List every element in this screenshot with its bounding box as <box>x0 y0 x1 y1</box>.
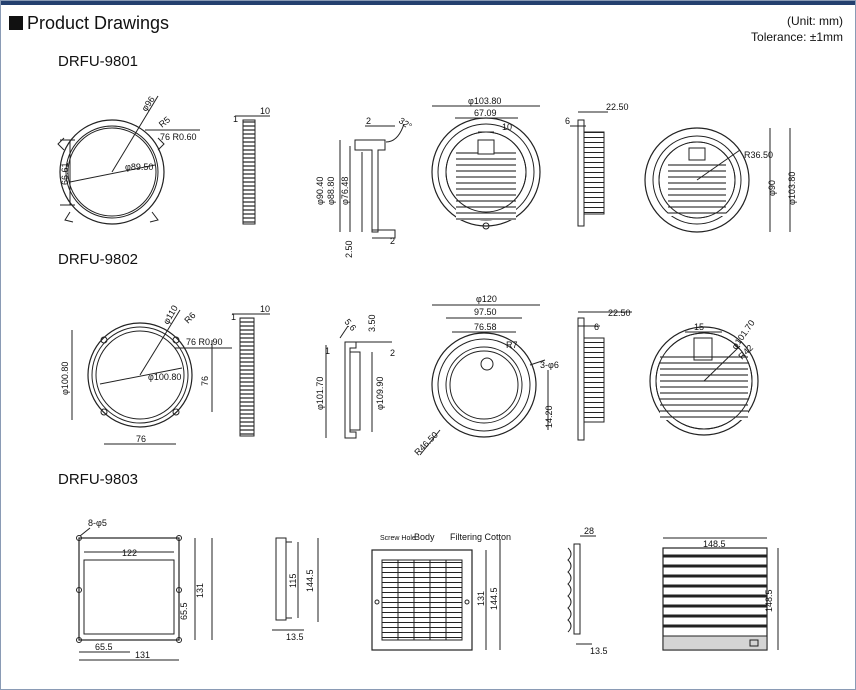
dim-9801-7: 10 <box>260 106 270 116</box>
dim-9803-5: 65.5 <box>95 642 113 652</box>
dim-9801-6: 1 <box>233 114 238 124</box>
dim-9802-15: φ109.90 <box>375 377 385 410</box>
dim-9801-22: φ103.80 <box>787 172 797 205</box>
dim-9801-20: R36.50 <box>744 150 773 160</box>
drawing-9801-profile <box>570 111 608 227</box>
dim-9801-2: R5 <box>157 114 172 129</box>
model-label-9801: DRFU-9801 <box>58 53 139 70</box>
dim-9802-19: R7 <box>506 340 518 350</box>
dim-9801-15: φ103.80 <box>468 96 501 106</box>
model-label-9803: DRFU-9803 <box>58 471 139 488</box>
dim-9801-10: φ90.40 <box>315 177 325 205</box>
drawing-9802-louver <box>419 304 549 456</box>
dim-9803-8: 144.5 <box>305 569 315 592</box>
dim-9803-12: Filtering Cotton <box>450 532 511 542</box>
dim-9801-12: φ76.48 <box>340 177 350 205</box>
dim-9802-4: φ100.80 <box>60 362 70 395</box>
dim-9801-17: 10 <box>502 122 512 132</box>
dim-9802-21: 14.20 <box>544 405 554 428</box>
drawing-9801-section <box>339 123 405 239</box>
dim-9802-9: 10 <box>260 304 270 314</box>
dim-9801-14: 2 <box>390 236 395 246</box>
dim-9801-21: φ90 <box>767 180 777 196</box>
dim-9801-8: 2 <box>366 116 371 126</box>
model-label-9802: DRFU-9802 <box>58 251 139 268</box>
title-row: Product Drawings <box>9 11 169 35</box>
dim-9803-14: 144.5 <box>489 587 499 610</box>
drawing-9801-side <box>236 115 270 225</box>
dim-9802-2: R6 <box>182 310 197 325</box>
dim-9802-5: φ100.80 <box>148 372 181 382</box>
dim-9802-22: R46.50 <box>412 430 440 458</box>
dim-9803-6: 131 <box>135 650 150 660</box>
drawing-9803-front <box>76 527 213 661</box>
dim-9802-6: 76 <box>200 376 210 386</box>
dim-9803-18: 148.5 <box>764 589 774 612</box>
dim-9803-10: Screw Hole <box>380 535 416 542</box>
drawing-9803-profile <box>567 535 596 645</box>
dim-9801-4: 66.61 <box>60 162 70 185</box>
title-square-icon <box>9 16 23 30</box>
dim-9803-4: 65.5 <box>179 602 189 620</box>
dim-9802-11: 3.50 <box>367 314 377 332</box>
dim-9802-13: 1 <box>325 346 330 356</box>
dim-9802-14: φ101.70 <box>315 377 325 410</box>
dim-9803-13: 131 <box>476 591 486 606</box>
dim-9802-7: 76 <box>136 434 146 444</box>
page-title: Product Drawings <box>27 12 170 33</box>
dim-9803-1: 8-φ5 <box>88 518 107 528</box>
dim-9803-3: 131 <box>195 583 205 598</box>
dim-9802-23: 22.50 <box>608 308 631 318</box>
dim-9802-18: 76.58 <box>474 322 497 332</box>
dim-9801-11: φ88.80 <box>326 177 336 205</box>
drawing-9801-rear <box>644 127 791 233</box>
unit-label: (Unit: mm) <box>787 14 843 28</box>
drawing-9802-front <box>71 309 232 445</box>
dim-9801-1: φ96 <box>139 94 156 113</box>
dim-9802-16: φ120 <box>476 294 497 304</box>
dim-9802-24: 6 <box>594 322 599 332</box>
dim-9801-13: 2.50 <box>344 240 354 258</box>
dim-9801-18: 22.50 <box>606 102 629 112</box>
dim-9802-8: 1 <box>231 312 236 322</box>
drawing-9803-rear <box>662 537 779 651</box>
dim-9802-3: 76 R0.90 <box>186 337 223 347</box>
drawing-9802-side <box>232 313 270 437</box>
dim-9802-25: 15 <box>694 322 704 332</box>
dim-9802-12: 2 <box>390 348 395 358</box>
dim-9803-9: 13.5 <box>286 632 304 642</box>
dim-9802-20: 3-φ6 <box>540 360 559 370</box>
dim-9803-17: 148.5 <box>703 539 726 549</box>
drawing-9801-louver <box>431 105 541 230</box>
drawing-9801-front <box>57 95 200 225</box>
dim-9801-5: φ89.50 <box>125 162 153 172</box>
dim-9803-15: 28 <box>584 526 594 536</box>
drawing-9802-rear <box>649 326 759 436</box>
drawing-9802-section <box>325 325 392 439</box>
drawing-9802-profile <box>577 311 632 441</box>
dim-9801-16: 67.09 <box>474 108 497 118</box>
header-bar <box>1 1 855 5</box>
drawing-9803-body <box>371 540 501 651</box>
drawing-9803-side <box>272 537 319 631</box>
dim-9803-7: 115 <box>288 574 298 588</box>
dim-9803-16: 13.5 <box>590 646 608 656</box>
dim-9803-11: Body <box>414 532 435 542</box>
dim-9801-9: 32° <box>397 115 414 131</box>
unit-block: (Unit: mm) Tolerance: ±1mm <box>751 13 843 45</box>
dim-9801-19: 6 <box>565 116 570 126</box>
dim-9801-3: 76 R0.60 <box>160 132 197 142</box>
dim-9803-2: 122 <box>122 548 137 558</box>
tolerance-label: Tolerance: ±1mm <box>751 30 843 44</box>
dim-9802-17: 97.50 <box>474 307 497 317</box>
